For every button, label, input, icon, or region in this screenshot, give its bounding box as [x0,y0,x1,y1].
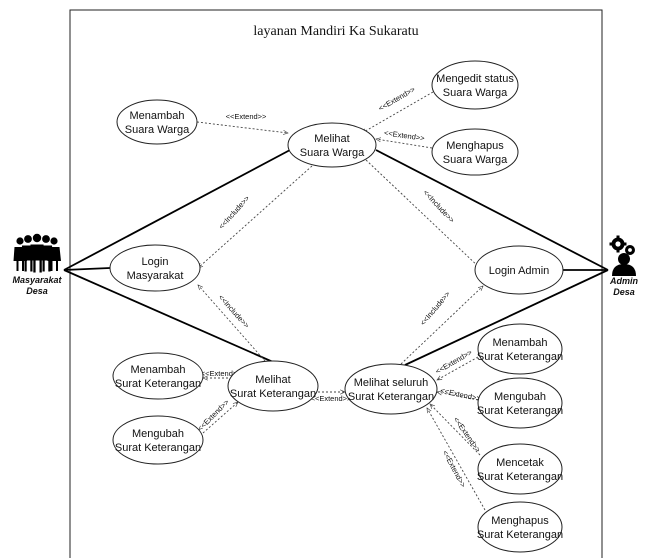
relation-label-mengubah-surat-2: <<Extend>> [440,386,482,403]
association-masyarakat-melihat-suara [63,149,291,271]
actor-label-masyarakat-line1: Masyarakat [12,275,62,285]
relation-menambah-suara [196,121,288,133]
use-case-ellipse [109,244,201,292]
relation-mengedit-status [362,91,434,133]
use-case-label-line: Menambah [492,337,547,349]
relation-label-melihat-suara-login-m: <<Include>> [217,193,252,230]
use-case-label-line: Menghapus [491,515,549,527]
use-case-label-line: Surat Keterangan [115,378,201,390]
association-admin-melihat-seluruh-surat [404,269,609,366]
system-boundary [69,9,603,558]
use-case-label-line: Login Admin [489,265,550,277]
use-case-label-line: Surat Keterangan [348,391,434,403]
relation-label-menghapus-surat: <<Extend>> [441,449,468,490]
admin-gear-person-icon [609,235,636,276]
actor-label-admin-line1: Admin [609,276,639,286]
relation-label-menambah-suara: <<Extend>> [226,112,267,121]
use-case-label-line: Surat Keterangan [115,442,201,454]
association-layer [63,149,609,366]
use-case-ellipse [227,360,319,412]
relation-label-melihat-seluruh-login-a: <<Include>> [418,289,452,327]
actor-label-admin-line2: Desa [613,287,635,297]
actor-masyarakat-desa: Masyarakat Desa [12,233,63,296]
use-case-ellipse [287,122,377,168]
use-case-label-line: Melihat [255,374,290,386]
relation-label-surat-seluruh: <<Extend>> [311,394,352,403]
relation-label-mengedit-status: <<Extend>> [377,84,417,113]
relation-label-mencetak-surat: <<Extend>> [452,415,483,454]
system-title: layanan Mandiri Ka Sukaratu [253,24,418,39]
use-case-label-line: Masyarakat [127,270,184,282]
relation-melihat-surat-login-m [198,285,266,362]
use-case-label-line: Melihat [314,133,349,145]
relation-melihat-suara-login-a [365,159,480,268]
use-case-label-line: Mencetak [496,457,544,469]
use-case-label-line: Surat Keterangan [477,351,563,363]
relation-mengubah-surat-2 [437,392,479,401]
use-case-label-line: Menambah [129,110,184,122]
association-admin-melihat-suara [375,149,609,271]
use-case-label-line: Suara Warga [300,147,365,159]
actor-label-masyarakat-line2: Desa [26,286,48,296]
relation-menghapus-surat [427,408,486,511]
relation-melihat-suara-login-m [198,165,313,268]
association-masyarakat-login-masyarakat [63,267,111,271]
use-case-label-line: Suara Warga [443,154,508,166]
relation-label-mengubah-surat-1: <<Extend>> [196,397,232,433]
use-case-ellipse [116,99,198,145]
people-group-icon [13,233,61,273]
use-case-label-line: Surat Keterangan [477,471,563,483]
use-case-label-line: Mengubah [132,428,184,440]
relation-menghapus-suara [376,139,433,149]
use-case-label-line: Surat Keterangan [230,388,316,400]
use-case-ellipse [112,415,204,465]
relation-label-melihat-suara-login-a: <<Include>> [421,188,456,225]
use-case-ellipse [477,377,563,429]
use-case-label-line: Mengubah [494,391,546,403]
use-case-ellipse [112,352,204,400]
use-case-ellipse [477,443,563,495]
use-case-label-line: Menambah [130,364,185,376]
use-case-label-line: Surat Keterangan [477,529,563,541]
use-case-label-line: Melihat seluruh [354,377,429,389]
relation-label-menghapus-suara: <<Extend>> [383,128,425,143]
use-case-ellipse [431,128,519,176]
use-case-label-line: Suara Warga [125,124,190,136]
relation-label-menambah-surat-2: <<Extend>> [434,347,474,376]
use-case-ellipse [344,363,438,415]
association-masyarakat-melihat-surat [63,269,274,363]
use-case-label-line: Login [142,256,169,268]
use-case-label-line: Menghapus [446,140,504,152]
use-case-ellipse [477,501,563,553]
use-case-ellipse [431,60,519,110]
relation-melihat-seluruh-login-a [400,286,483,365]
use-case-label-line: Suara Warga [443,87,508,99]
use-case-label-line: Surat Keterangan [477,405,563,417]
use-case-login-admin: Login Admin [474,245,564,295]
actor-admin-desa: Admin Desa [609,235,639,297]
use-case-ellipse [474,245,564,295]
relation-label-menambah-surat-1: <<Extend> [201,369,238,378]
use-case-label-line: Mengedit status [436,73,514,85]
use-case-ellipse [477,323,563,375]
